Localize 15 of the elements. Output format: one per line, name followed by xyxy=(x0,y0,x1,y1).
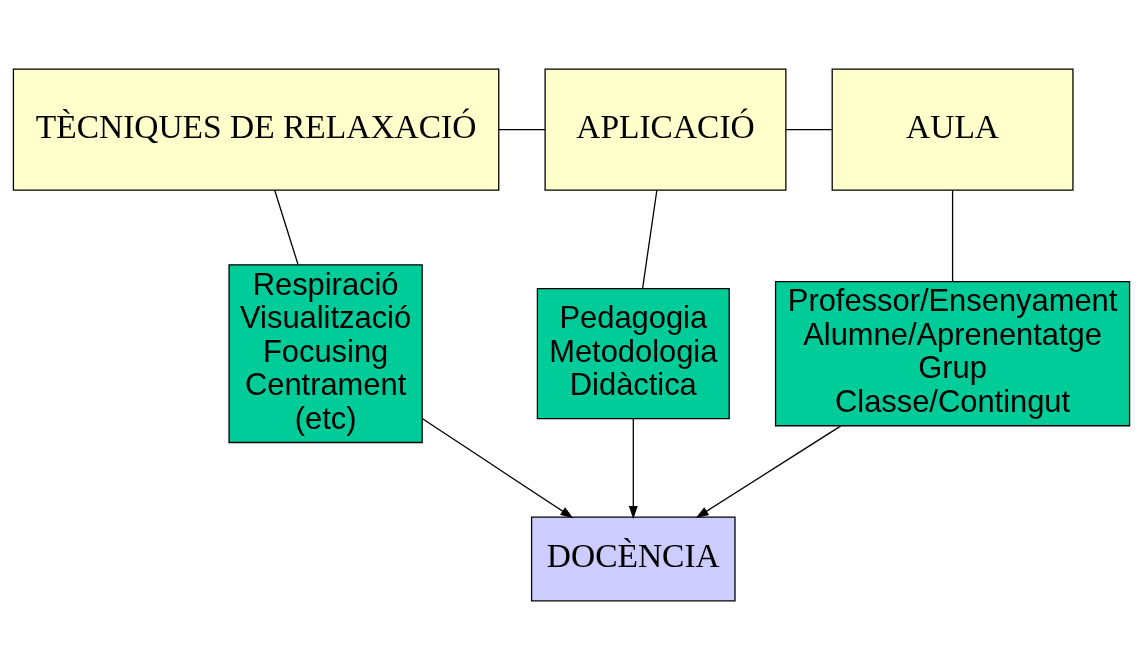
node-box: Professor/Ensenyament Alumne/Aprenentatge Grup Classe/Contingut xyxy=(774,280,1131,426)
node-box: TÈCNIQUES DE RELAXACIÓ xyxy=(12,68,500,191)
connector xyxy=(274,189,299,265)
node-box: DOCÈNCIA xyxy=(530,516,736,601)
arrow xyxy=(421,417,574,518)
arrow xyxy=(628,417,638,519)
node-box: Respiració Visualització Focusing Centrament (etc) xyxy=(228,263,423,443)
connector xyxy=(951,189,954,282)
connector xyxy=(785,128,833,130)
node-box: Pedagogia Metodologia Didàctica xyxy=(536,287,730,419)
node-box: APLICACIÓ xyxy=(544,68,787,191)
node-box: AULA xyxy=(831,68,1074,191)
connector xyxy=(641,189,658,289)
arrow xyxy=(695,424,842,518)
connector xyxy=(498,128,546,130)
